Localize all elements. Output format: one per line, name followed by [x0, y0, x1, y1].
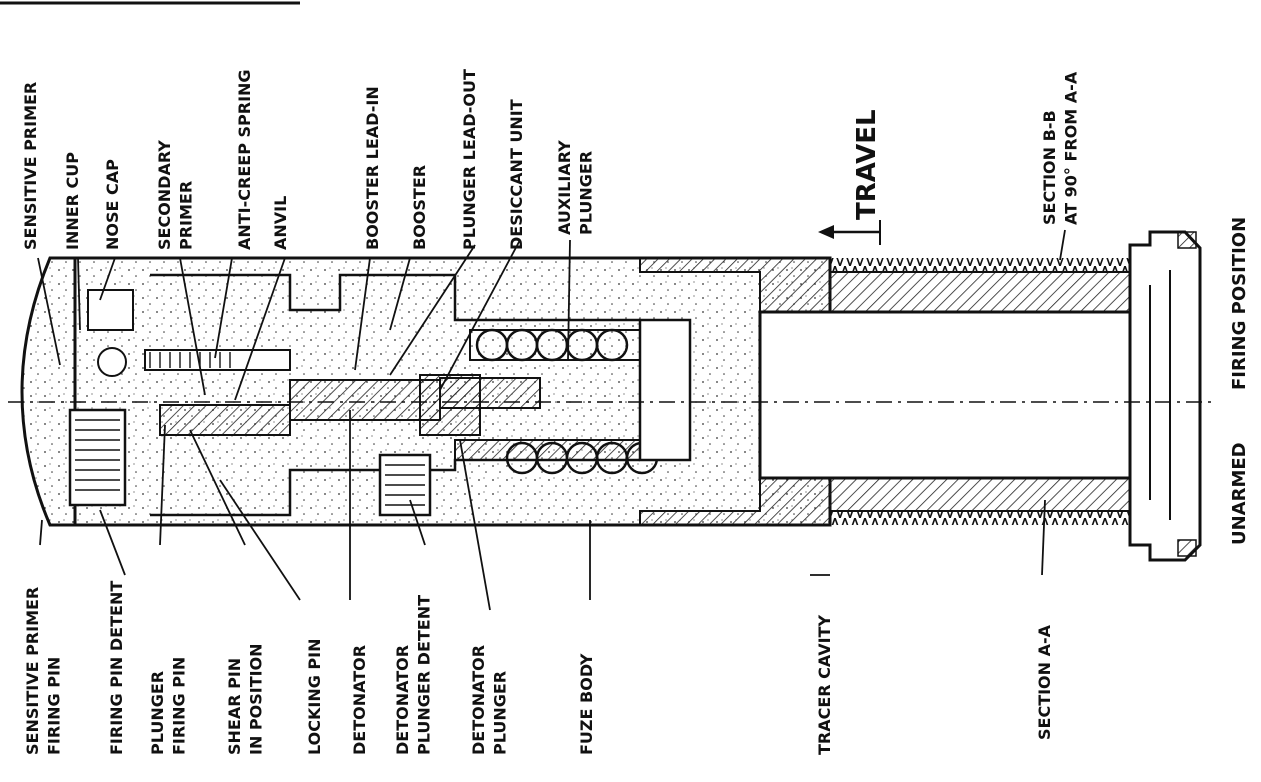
- detonator-plunger-detent-label-line-1: PLUNGER DETENT: [415, 595, 434, 755]
- top-label-group: SENSITIVE PRIMER INNER CUP NOSE CAP SECONDA…: [21, 69, 1250, 390]
- plunger-lead-out-label-line-0: PLUNGER LEAD-OUT: [460, 69, 479, 250]
- firing-pin-detent-label-line-0: FIRING PIN DETENT: [107, 581, 126, 755]
- lower-threads: [830, 511, 1130, 525]
- shear-pin-label-line-0: SHEAR PIN: [225, 658, 244, 755]
- firing-position-label-line-0: FIRING POSITION: [1229, 217, 1250, 390]
- detonator-plunger-detent-label-line-0: DETONATOR: [393, 645, 412, 755]
- anvil-label-line-0: ANVIL: [271, 196, 290, 250]
- fuze-body-label-line-0: FUZE BODY: [577, 653, 596, 755]
- leader-lines: [37, 229, 1066, 611]
- detonator-label-line-0: DETONATOR: [350, 645, 369, 755]
- sensitive-primer-label-line-0: SENSITIVE PRIMER: [21, 82, 40, 250]
- travel-indicator: TRAVEL: [818, 109, 882, 245]
- anti-creep-spring-label-line-0: ANTI-CREEP SPRING: [235, 69, 254, 250]
- firing-pin-detent-shape: [68, 408, 127, 507]
- unarmed-label-line-0: UNARMED: [1229, 442, 1250, 545]
- section-b-b-label-line-0: SECTION B-B: [1040, 110, 1059, 225]
- detonator-plunger-label-line-1: PLUNGER: [491, 671, 510, 755]
- detonator-plunger-label-line-0: DETONATOR: [469, 645, 488, 755]
- booster-lead-in-label-line-0: BOOSTER LEAD-IN: [363, 86, 382, 250]
- auxiliary-plunger-label-line-1: PLUNGER: [577, 151, 596, 235]
- nose-cap-label-line-0: NOSE CAP: [103, 159, 122, 250]
- desiccant-unit-label-line-0: DESICCANT UNIT: [507, 99, 526, 250]
- nose-cap-shape: [20, 256, 77, 527]
- travel-label: TRAVEL: [852, 109, 882, 220]
- tracer-cavity-shape: [758, 310, 1142, 480]
- sensitive-primer-firing-pin-label-line-1: FIRING PIN: [45, 657, 64, 755]
- shear-pin-label-line-1: IN POSITION: [247, 643, 266, 755]
- plunger-shape: [289, 379, 441, 421]
- inner-cup-label-line-0: INNER CUP: [63, 152, 82, 250]
- sensitive-primer-firing-pin-label-line-0: SENSITIVE PRIMER: [23, 587, 42, 755]
- upper-threads: [830, 258, 1130, 272]
- booster-label-line-0: BOOSTER: [410, 165, 429, 250]
- section-a-a-label-line-0: SECTION A-A: [1035, 624, 1054, 740]
- secondary-primer-label-line-0: SECONDARY: [155, 140, 174, 250]
- plunger-firing-pin-label-line-0: PLUNGER: [148, 671, 167, 755]
- locking-pin-label-line-0: LOCKING PIN: [305, 639, 324, 755]
- base-flange: [1128, 230, 1202, 562]
- tracer-cavity-label-line-0: TRACER CAVITY: [815, 615, 834, 755]
- secondary-primer-label-line-1: PRIMER: [177, 181, 196, 250]
- plunger-firing-pin-label-line-1: FIRING PIN: [170, 657, 189, 755]
- auxiliary-plunger-label-line-0: AUXILIARY: [555, 140, 574, 235]
- section-b-b-label-line-1: AT 90° FROM A-A: [1062, 71, 1081, 225]
- fuze-body-drawing: [8, 230, 1215, 562]
